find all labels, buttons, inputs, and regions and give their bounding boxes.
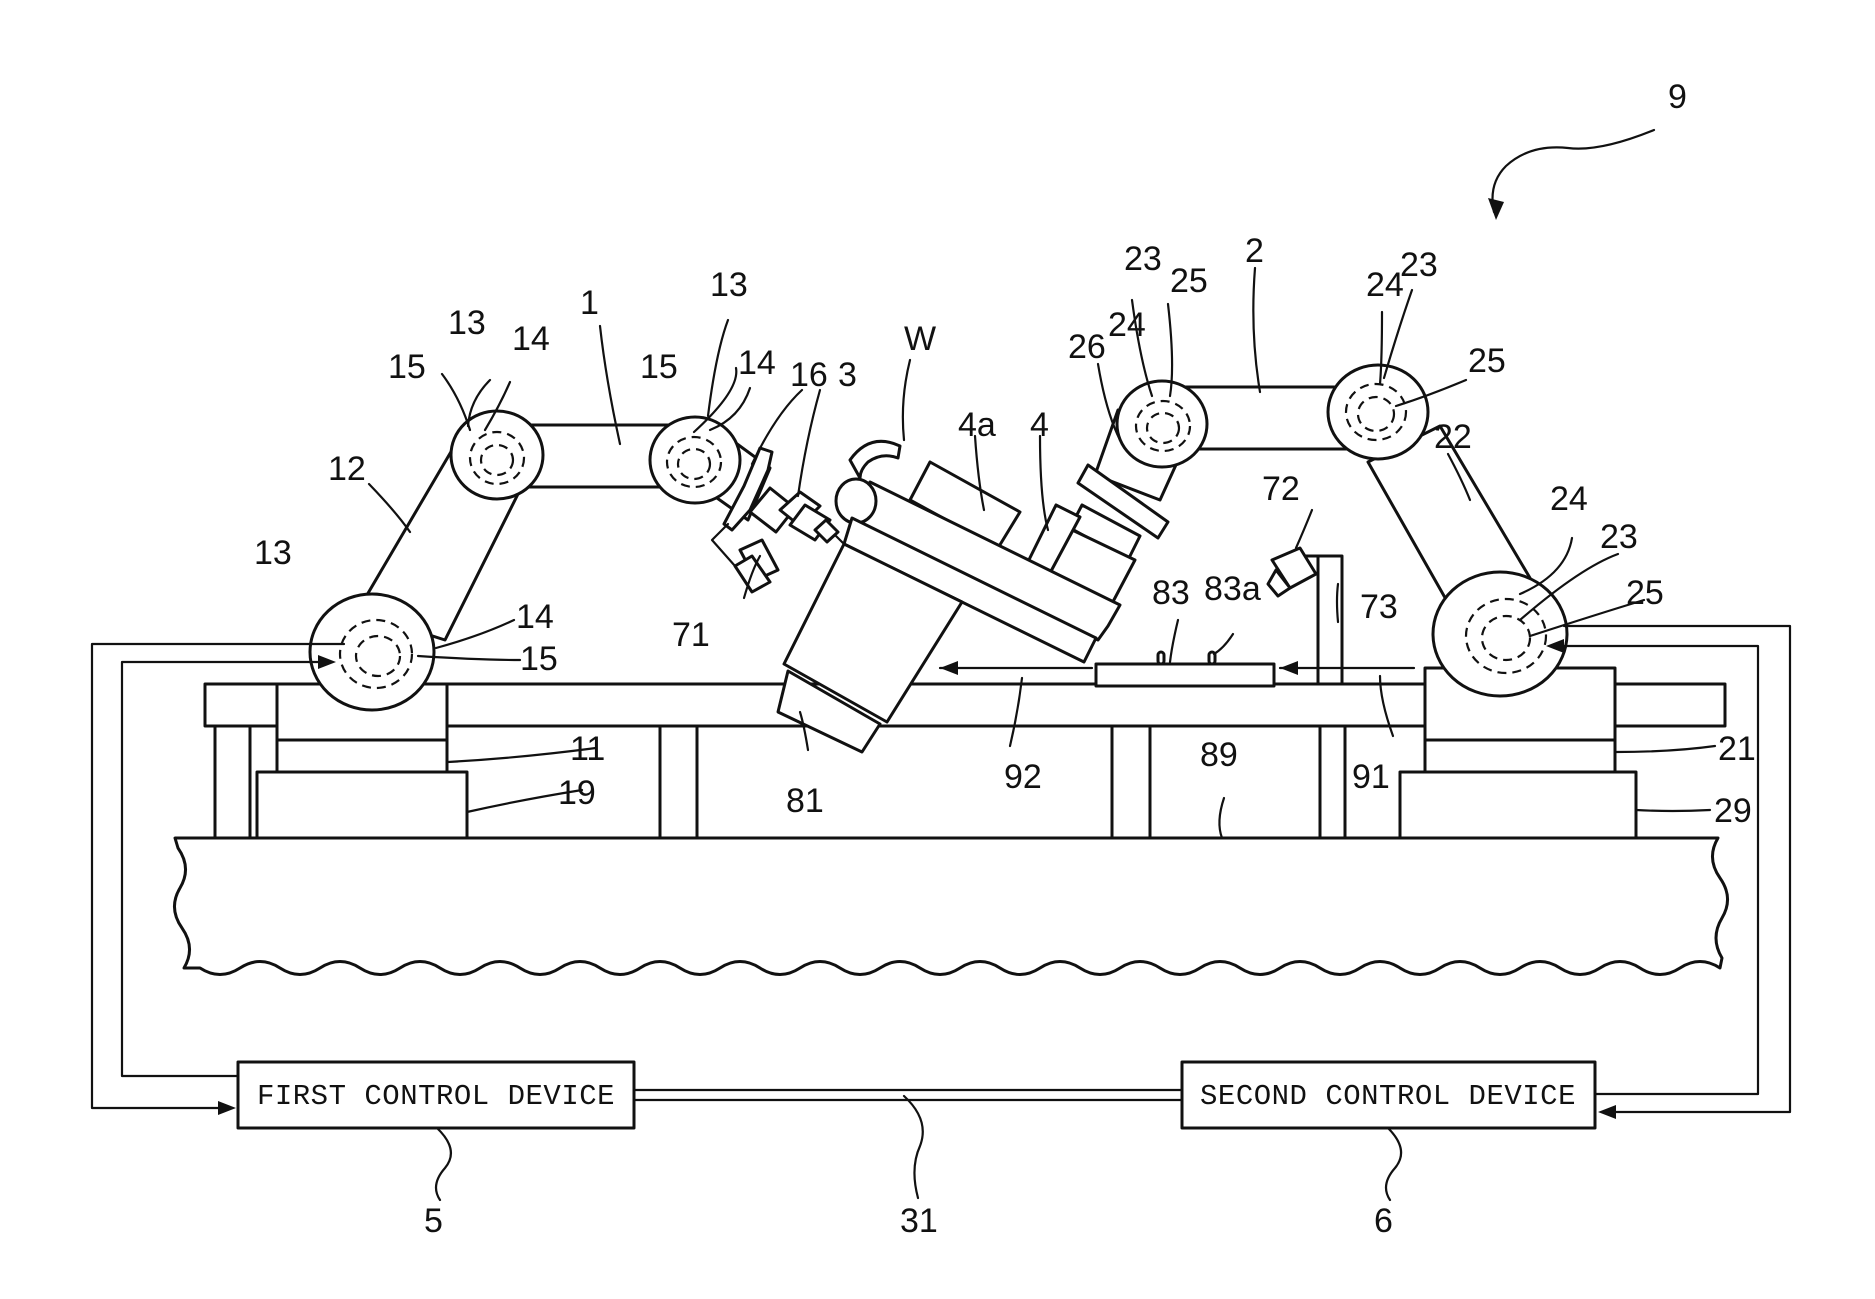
camera-first [712, 524, 778, 592]
label-91: 91 [1352, 758, 1390, 796]
arrow-left-motion [940, 661, 1092, 675]
joint-first-base [310, 594, 434, 710]
label-21: 21 [1718, 730, 1756, 768]
label-25: 25 [1170, 262, 1208, 300]
first-control-label: FIRST CONTROL DEVICE [257, 1080, 615, 1113]
label-W: W [904, 320, 936, 358]
label-11: 11 [570, 730, 605, 768]
label-6: 6 [1374, 1202, 1393, 1240]
label-13: 13 [254, 534, 292, 572]
label-81: 81 [786, 782, 824, 820]
label-13: 13 [448, 304, 486, 342]
joint-first-elbow [451, 411, 543, 499]
pedestal-first [257, 772, 467, 838]
pedestal-second [1400, 772, 1636, 838]
joint-second-elbow [1328, 365, 1428, 459]
label-83: 83 [1152, 574, 1190, 612]
joint-second-wrist [1117, 381, 1207, 467]
label-14: 14 [738, 344, 776, 382]
joint-second-base [1433, 572, 1567, 696]
label-14: 14 [516, 598, 554, 636]
label-25: 25 [1626, 574, 1664, 612]
label-92: 92 [1004, 758, 1042, 796]
arrow-right-motion [1280, 661, 1414, 675]
label-19: 19 [558, 774, 596, 812]
label-4: 4 [1030, 406, 1049, 444]
label-24: 24 [1108, 306, 1146, 344]
label-29: 29 [1714, 792, 1752, 830]
label-16: 16 [790, 356, 828, 394]
label-15: 15 [640, 348, 678, 386]
label-23: 23 [1600, 518, 1638, 556]
label-9: 9 [1668, 78, 1687, 116]
label-26: 26 [1068, 328, 1106, 366]
label-25: 25 [1468, 342, 1506, 380]
label-2: 2 [1245, 232, 1264, 270]
label-89: 89 [1200, 736, 1238, 774]
label-4a: 4a [958, 406, 996, 444]
label-14: 14 [512, 320, 550, 358]
label-72: 72 [1262, 470, 1300, 508]
fixture [1096, 664, 1274, 686]
floor-slab [174, 838, 1727, 975]
label-3: 3 [838, 356, 857, 394]
label-1: 1 [580, 284, 599, 322]
label-15: 15 [388, 348, 426, 386]
label-31: 31 [900, 1202, 938, 1240]
label-5: 5 [424, 1202, 443, 1240]
label-73: 73 [1360, 588, 1398, 626]
label-71: 71 [672, 616, 710, 654]
base-second [1425, 740, 1615, 772]
label-24: 24 [1550, 480, 1588, 518]
label-12: 12 [328, 450, 366, 488]
label-23: 23 [1400, 246, 1438, 284]
label-83a: 83a [1204, 570, 1261, 608]
system-arrow [1493, 130, 1655, 212]
fixture-pin [1158, 652, 1164, 664]
label-15: 15 [520, 640, 558, 678]
label-22: 22 [1434, 418, 1472, 456]
label-23: 23 [1124, 240, 1162, 278]
second-control-label: SECOND CONTROL DEVICE [1200, 1080, 1576, 1113]
base-first [277, 740, 447, 772]
label-13: 13 [710, 266, 748, 304]
label-24: 24 [1366, 266, 1404, 304]
